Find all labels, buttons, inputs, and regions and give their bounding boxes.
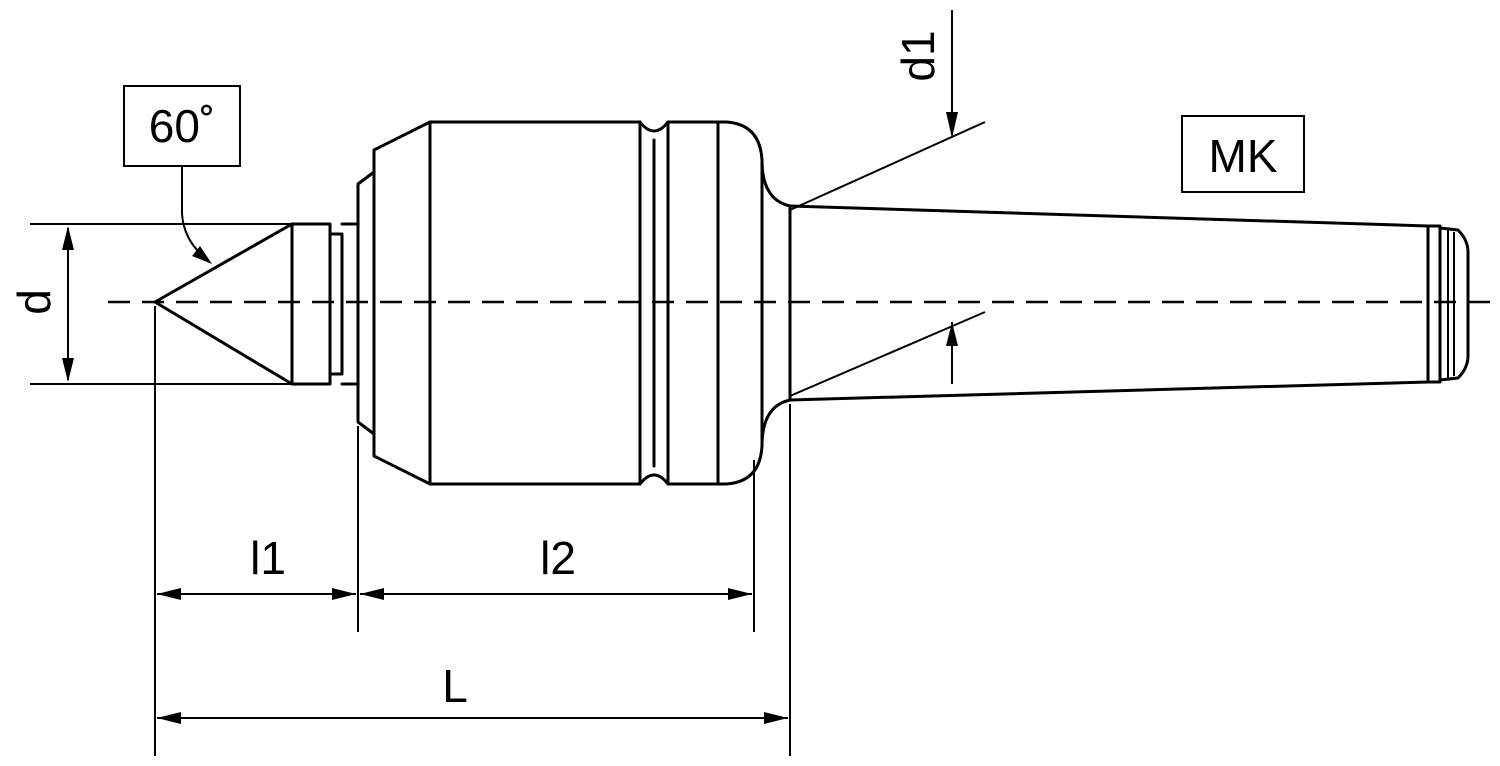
neck-ring-step <box>328 232 344 376</box>
dimension-l1: l1 <box>157 532 356 600</box>
angle-callout: 60˚ <box>123 85 241 264</box>
angle-box <box>123 85 241 167</box>
collar <box>340 222 360 386</box>
shank-tip <box>1438 226 1470 382</box>
label-taper: MK <box>1209 130 1278 182</box>
taper-callout: MK <box>1181 115 1305 193</box>
dimension-l2: l2 <box>360 532 752 600</box>
taper-box <box>1181 115 1305 193</box>
cone-tip <box>153 222 294 386</box>
dimension-L: L <box>157 660 788 724</box>
neck-ring <box>290 222 332 386</box>
dimension-extension-lines <box>154 306 791 756</box>
label-l1: l1 <box>250 532 286 584</box>
dimension-d1: d1 <box>789 10 986 397</box>
label-L: L <box>442 660 468 712</box>
label-d1: d1 <box>892 30 944 81</box>
shank-end <box>1426 224 1442 384</box>
label-l2: l2 <box>540 532 576 584</box>
label-d: d <box>8 289 60 315</box>
label-angle: 60˚ <box>149 100 215 152</box>
taper-shank <box>788 204 1430 402</box>
dimension-d: d <box>8 223 292 385</box>
rear-ring <box>666 120 764 486</box>
